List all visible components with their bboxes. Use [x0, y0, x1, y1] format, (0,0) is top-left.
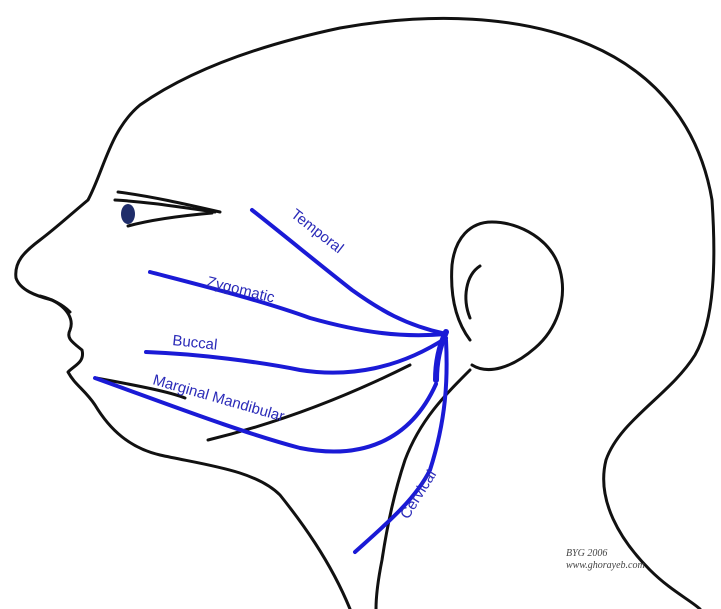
label-temporal: Temporal [288, 206, 347, 257]
head-profile [16, 18, 714, 609]
mouth-line [40, 296, 70, 312]
head-outline [16, 18, 714, 609]
nerve-branch-zygomatic [150, 272, 446, 335]
label-zygomatic: Zygomatic [205, 273, 277, 306]
label-cervical: Cervical [397, 467, 440, 522]
ear-outer [452, 222, 563, 370]
nerve-branch-temporal [252, 210, 446, 334]
ear-inner [466, 266, 480, 318]
eyelid-lower [128, 213, 212, 226]
eye-pupil [121, 204, 135, 224]
credit-line-1: BYG 2006 [566, 548, 607, 559]
label-marginal-mandibular: Marginal Mandibular [151, 372, 286, 426]
credit-line-2: www.ghorayeb.com [566, 560, 645, 571]
label-buccal: Buccal [172, 332, 219, 354]
